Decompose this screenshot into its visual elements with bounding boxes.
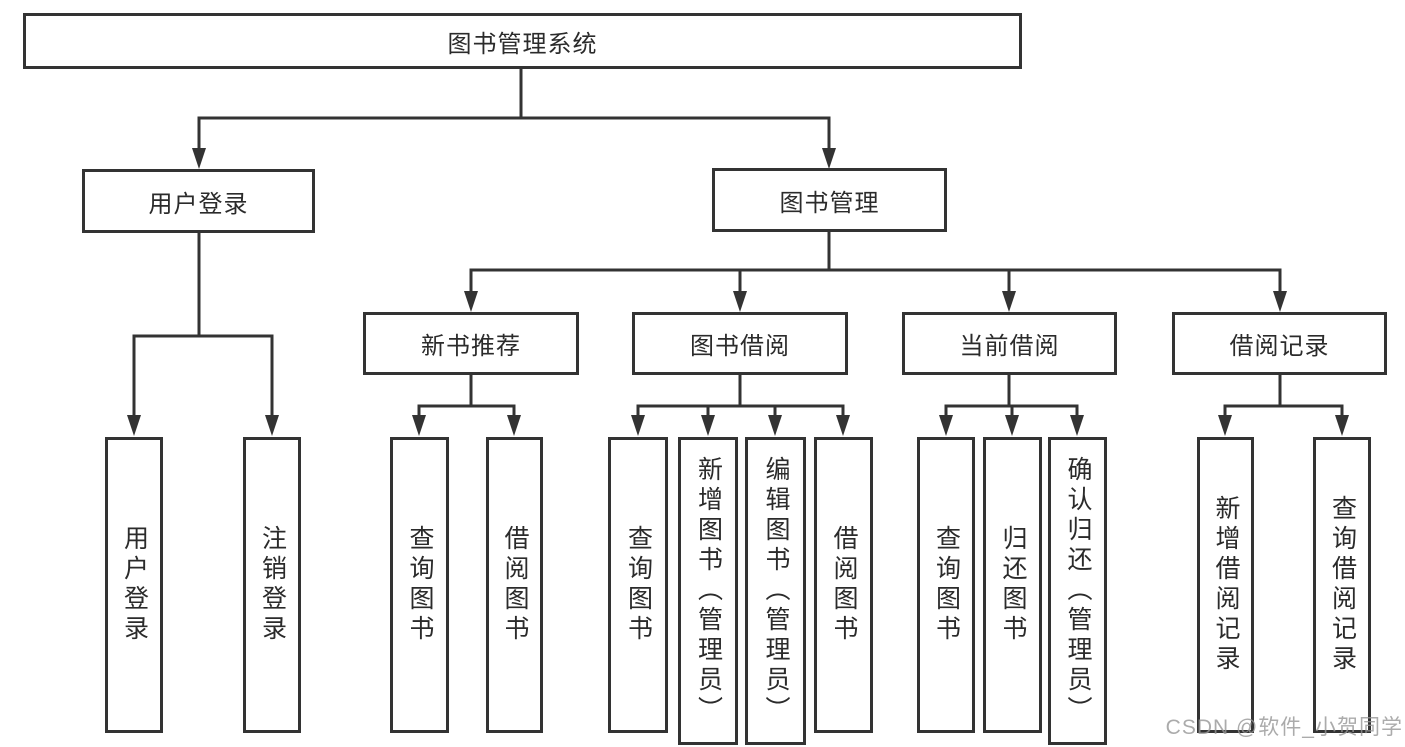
node-book-management: 图书管理 bbox=[712, 168, 947, 232]
node-label: 确认归还（管理员） bbox=[1064, 456, 1092, 726]
node-label: 查询借阅记录 bbox=[1328, 495, 1357, 675]
edge-new-book-recommend-to-leaves bbox=[412, 375, 521, 436]
node-label: 当前借阅 bbox=[959, 333, 1060, 360]
leaf-current-confirm-return-admin: 确认归还（管理员） bbox=[1048, 437, 1107, 745]
leaf-borrow-query-book: 查询图书 bbox=[608, 437, 668, 733]
csdn-watermark: CSDN @软件_小贺同学 bbox=[1165, 716, 1403, 739]
node-label: 借阅图书 bbox=[830, 525, 858, 645]
node-label: 借阅记录 bbox=[1229, 333, 1330, 360]
leaf-current-return-book: 归还图书 bbox=[983, 437, 1042, 733]
node-label: 用户登录 bbox=[120, 525, 149, 645]
leaf-record-add-borrow-record: 新增借阅记录 bbox=[1197, 437, 1254, 733]
leaf-logout-login: 注销登录 bbox=[243, 437, 301, 733]
leaf-borrow-add-book-admin: 新增图书（管理员） bbox=[678, 437, 738, 745]
edge-root-to-level2 bbox=[192, 69, 836, 169]
node-label: 图书管理 bbox=[779, 189, 880, 217]
node-label: 查询图书 bbox=[406, 525, 434, 645]
node-label: 新增图书（管理员） bbox=[694, 456, 723, 726]
leaf-record-query-borrow-record: 查询借阅记录 bbox=[1313, 437, 1371, 733]
node-label: 查询图书 bbox=[932, 525, 961, 645]
node-user-login-branch: 用户登录 bbox=[82, 169, 315, 233]
node-label: 归还图书 bbox=[999, 525, 1027, 645]
leaf-recommend-query-book: 查询图书 bbox=[390, 437, 449, 733]
node-label: 查询图书 bbox=[624, 525, 653, 645]
node-current-borrow: 当前借阅 bbox=[902, 312, 1117, 375]
node-label: 编辑图书（管理员） bbox=[762, 456, 790, 726]
edge-book-management-to-level3 bbox=[464, 232, 1287, 312]
node-borrow-record: 借阅记录 bbox=[1172, 312, 1387, 375]
node-new-book-recommend: 新书推荐 bbox=[363, 312, 579, 375]
node-label: 注销登录 bbox=[258, 525, 287, 645]
edge-current-borrow-to-leaves bbox=[939, 375, 1084, 436]
leaf-user-login: 用户登录 bbox=[105, 437, 163, 733]
leaf-borrow-edit-book-admin: 编辑图书（管理员） bbox=[745, 437, 806, 745]
edge-book-borrow-to-leaves bbox=[631, 375, 850, 436]
leaf-recommend-borrow-book: 借阅图书 bbox=[486, 437, 543, 733]
node-label: 新增借阅记录 bbox=[1212, 495, 1240, 675]
edge-user-login-to-leaves bbox=[127, 233, 279, 436]
node-label: 图书管理系统 bbox=[447, 30, 598, 58]
leaf-borrow-borrow-book: 借阅图书 bbox=[814, 437, 873, 733]
node-label: 新书推荐 bbox=[421, 333, 521, 360]
node-label: 用户登录 bbox=[148, 190, 249, 218]
node-root: 图书管理系统 bbox=[23, 13, 1022, 69]
node-label: 借阅图书 bbox=[501, 525, 529, 645]
node-label: 图书借阅 bbox=[690, 333, 790, 360]
leaf-current-query-book: 查询图书 bbox=[917, 437, 975, 733]
node-book-borrow: 图书借阅 bbox=[632, 312, 848, 375]
edge-borrow-record-to-leaves bbox=[1218, 375, 1349, 436]
